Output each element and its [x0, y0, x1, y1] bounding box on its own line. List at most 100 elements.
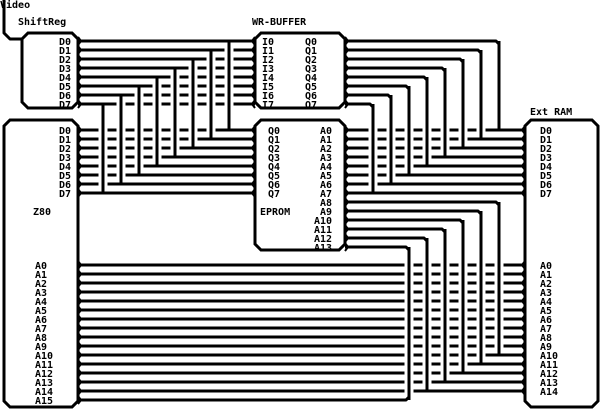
pin-label: I7: [262, 100, 274, 111]
pin-notch: [520, 341, 526, 351]
wrbuffer-q4-wire: [345, 75, 429, 82]
pin-notch: [77, 350, 83, 360]
pin-label: Q2: [305, 55, 317, 66]
pin-notch: [250, 81, 256, 91]
eprom-a12-wire: [345, 236, 429, 243]
pin-notch: [520, 359, 526, 369]
pin-notch: [520, 305, 526, 315]
pin-notch: [77, 386, 83, 396]
pin-notch: [77, 287, 83, 297]
pin-notch: [344, 45, 350, 55]
pin-label: A6: [320, 180, 332, 191]
pin-notch: [520, 260, 526, 270]
pin-notch: [344, 125, 350, 135]
pin-label: Q5: [305, 82, 317, 93]
pin-notch: [77, 269, 83, 279]
pin-notch: [250, 134, 256, 144]
eprom-a10-wire: [345, 218, 465, 225]
pin-notch: [77, 296, 83, 306]
pin-label: A1: [540, 270, 552, 281]
pin-label: D4: [59, 73, 71, 84]
pin-label: A10: [35, 351, 53, 362]
pin-label: A7: [320, 189, 332, 200]
pin-notch: [250, 152, 256, 162]
pin-notch: [520, 269, 526, 279]
pin-label: A7: [35, 324, 47, 335]
pin-notch: [77, 188, 83, 198]
pin-notch: [344, 179, 350, 189]
pin-label: Q1: [305, 46, 317, 57]
pin-notch: [344, 188, 350, 198]
pin-notch: [77, 278, 83, 288]
pin-notch: [77, 377, 83, 387]
pin-label: D1: [540, 135, 552, 146]
pin-label: A10: [540, 351, 558, 362]
pin-notch: [520, 188, 526, 198]
pin-label: A10: [314, 216, 332, 227]
pin-label: D5: [540, 171, 552, 182]
pin-label: D3: [540, 153, 552, 164]
pin-label: I2: [262, 55, 274, 66]
video-signal-label: Video: [0, 0, 30, 11]
pin-label: D7: [59, 100, 71, 111]
pin-notch: [520, 125, 526, 135]
pin-label: I5: [262, 82, 274, 93]
pin-label: A12: [314, 234, 332, 245]
video-wire: [2, 0, 22, 41]
pin-label: D2: [59, 144, 71, 155]
pin-notch: [250, 161, 256, 171]
pin-label: Q3: [305, 64, 317, 75]
pin-notch: [77, 359, 83, 369]
pin-notch: [344, 152, 350, 162]
pin-notch: [77, 323, 83, 333]
pin-label: A5: [320, 171, 332, 182]
pin-label: A15: [35, 396, 53, 407]
pin-label: A9: [35, 342, 47, 353]
pin-label: Q6: [268, 180, 280, 191]
pin-notch: [77, 45, 83, 55]
pin-label: A13: [540, 378, 558, 389]
pin-notch: [520, 350, 526, 360]
pin-notch: [520, 332, 526, 342]
pin-label: Q1: [268, 135, 280, 146]
pin-notch: [77, 305, 83, 315]
pin-notch: [77, 260, 83, 270]
wrbuffer-chip: [253, 31, 347, 110]
wrbuffer-title: WR-BUFFER: [252, 17, 307, 28]
pin-notch: [520, 386, 526, 396]
extram-title: Ext RAM: [530, 107, 572, 118]
pin-notch: [520, 143, 526, 153]
pin-label: A12: [540, 369, 558, 380]
shiftreg-chip: [20, 31, 80, 110]
pin-label: D3: [59, 64, 71, 75]
pin-notch: [77, 161, 83, 171]
pin-label: A4: [320, 162, 332, 173]
pin-label: D0: [540, 126, 552, 137]
pin-label: D7: [59, 189, 71, 200]
wrbuffer-q3-wire: [345, 66, 447, 73]
pin-label: A3: [320, 153, 332, 164]
pin-notch: [520, 170, 526, 180]
pin-notch: [344, 233, 350, 243]
pin-notch: [520, 377, 526, 387]
pin-notch: [250, 99, 256, 109]
pin-notch: [344, 36, 350, 46]
wires: [2, 0, 525, 402]
pin-notch: [77, 341, 83, 351]
pin-notch: [250, 125, 256, 135]
pin-label: D5: [59, 82, 71, 93]
pin-label: D2: [540, 144, 552, 155]
pin-label: A6: [540, 315, 552, 326]
labels: Video ShiftReg WR-BUFFER Ext RAM Z80 EPR…: [0, 0, 572, 407]
pin-label: Q0: [305, 37, 317, 48]
pin-notch: [520, 179, 526, 189]
pin-notch: [250, 72, 256, 82]
pin-label: A13: [35, 378, 53, 389]
pin-label: A13: [314, 243, 332, 254]
pin-notch: [344, 54, 350, 64]
pin-notch: [344, 143, 350, 153]
pin-notch: [77, 395, 83, 405]
pin-label: A8: [35, 333, 47, 344]
pin-notch: [250, 170, 256, 180]
